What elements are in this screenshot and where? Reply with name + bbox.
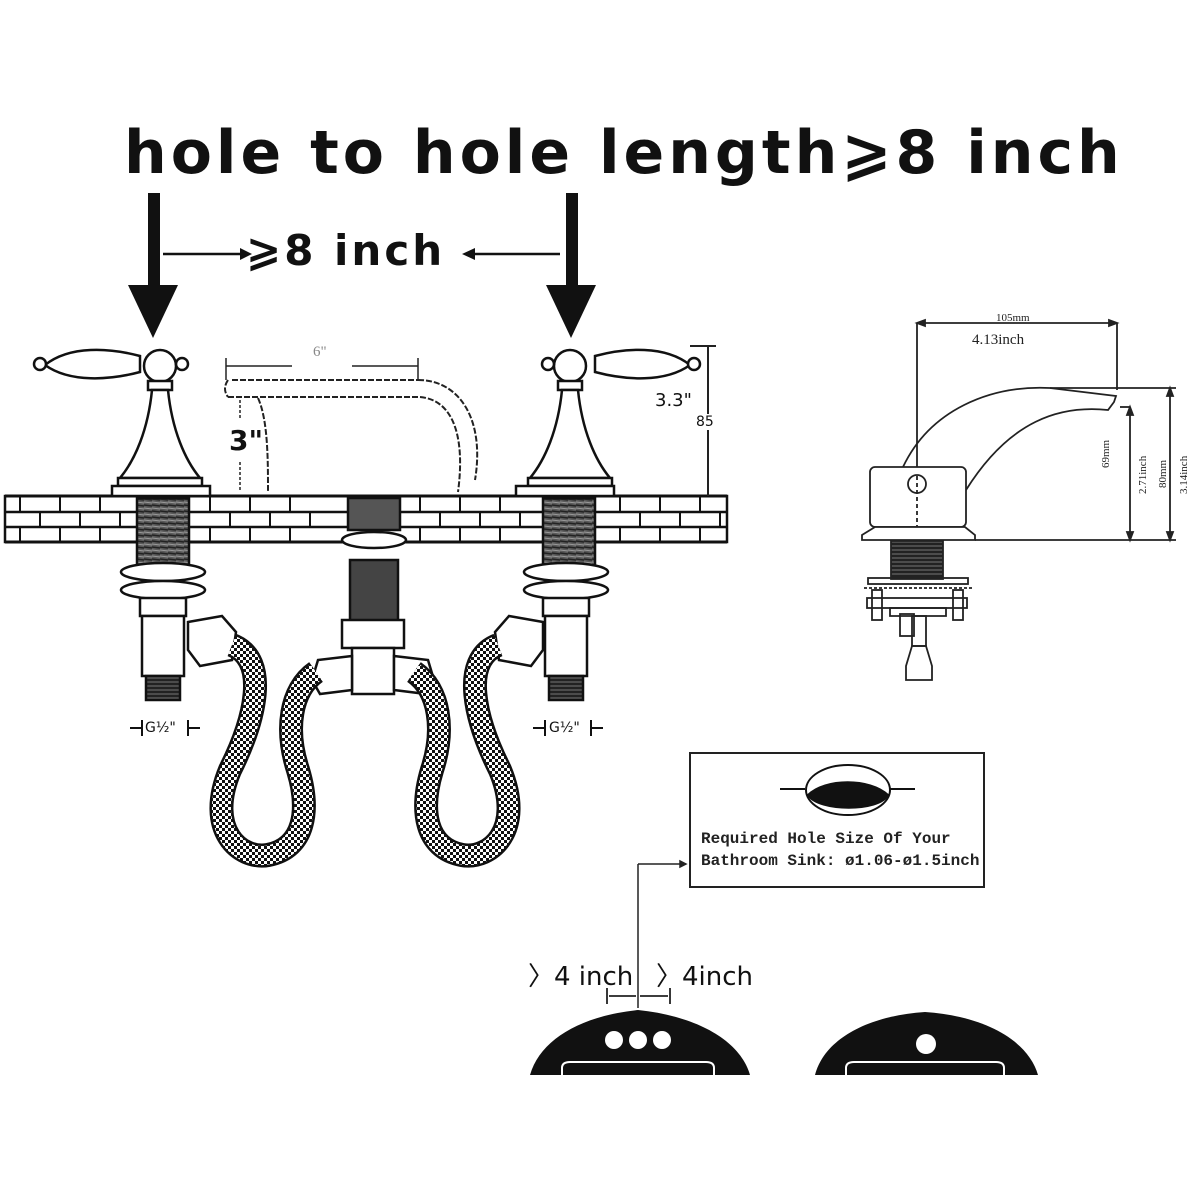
left-down-arrow-icon	[128, 193, 178, 338]
braided-hoses	[209, 633, 521, 868]
left-thread-label: G½"	[145, 720, 176, 736]
sink-spacing-left-label: 〉4 inch	[528, 962, 634, 992]
right-down-arrow-icon	[546, 193, 596, 338]
spout-height-label: 3"	[229, 424, 264, 457]
callout-line-2: Bathroom Sink: ø1.06-ø1.5inch	[701, 852, 980, 870]
callout-line-1: Required Hole Size Of Your	[701, 830, 951, 848]
hole-size-callout: Required Hole Size Of Your Bathroom Sink…	[689, 752, 985, 888]
total-height-mm-label: 80mm	[1157, 459, 1169, 488]
waterfall-spout	[224, 379, 479, 493]
single-hole-sink	[815, 1012, 1038, 1075]
overall-height-label: 85	[696, 414, 714, 430]
headline: hole to hole length⩾8 inch	[124, 118, 1124, 188]
total-height-inch-label: 3.14inch	[1178, 455, 1190, 494]
reach-mm-label: 105mm	[996, 312, 1030, 324]
single-hole-faucet	[861, 318, 1176, 681]
spacing-arrows-icon	[163, 248, 560, 260]
left-valve-body	[119, 496, 238, 702]
right-handle	[514, 348, 702, 498]
right-thread-label: G½"	[549, 720, 580, 736]
sink-spacing-dims	[606, 988, 671, 1004]
reach-inch-label: 4.13inch	[972, 332, 1025, 348]
spout-height-mm-label: 69mm	[1100, 439, 1112, 468]
handle-height-label: 3.3"	[655, 390, 692, 411]
three-hole-sink	[530, 1010, 750, 1075]
spacing-label: ⩾8 inch	[246, 226, 446, 275]
left-handle	[32, 348, 212, 498]
thread-dimension-brackets	[130, 720, 603, 736]
callout-leader-line	[637, 859, 688, 1008]
spout-height-inch-label: 2.71inch	[1137, 455, 1149, 494]
spout-length-label: 6"	[313, 344, 327, 360]
right-valve-body	[493, 496, 610, 702]
sink-spacing-right-label: 〉4inch	[656, 962, 754, 992]
